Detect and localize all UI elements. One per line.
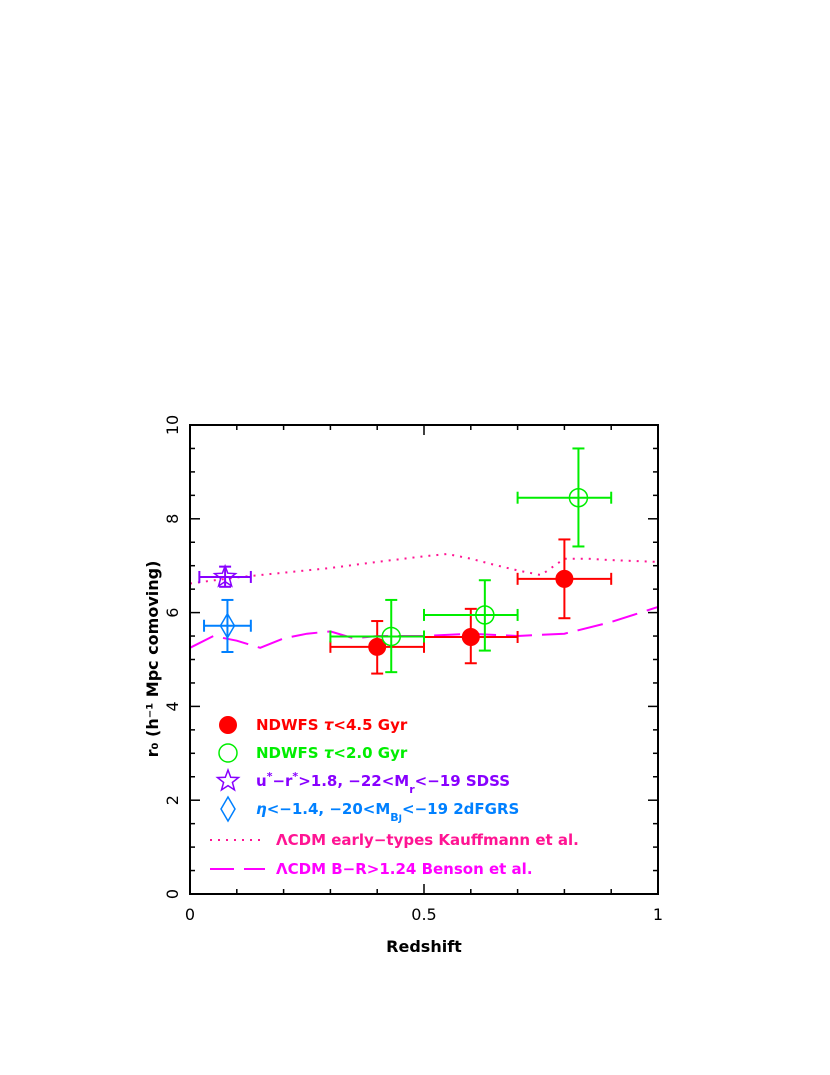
data-point [461, 627, 480, 646]
y-tick-label: 0 [163, 889, 182, 899]
error-bar [203, 598, 252, 653]
legend-item: η<−1.4, −20<MBJ<−19 2dFGRS [220, 795, 519, 824]
y-tick-label: 8 [163, 514, 182, 524]
x-axis-label: Redshift [386, 937, 462, 956]
legend-marker [219, 716, 237, 734]
legend-label: NDWFS τ<2.0 Gyr [256, 744, 408, 762]
y-tick-label: 10 [163, 415, 182, 435]
y-tick-label: 4 [163, 701, 182, 711]
data-point [475, 605, 495, 625]
data-point [368, 637, 387, 656]
model-curve-5 [190, 606, 658, 649]
legend-label: ΛCDM B−R>1.24 Benson et al. [276, 860, 533, 878]
x-tick-label: 0.5 [411, 905, 436, 924]
y-axis-label: r₀ (h⁻¹ Mpc comoving) [143, 561, 162, 758]
data-point [212, 563, 238, 588]
legend-item: ΛCDM early−types Kauffmann et al. [210, 831, 579, 849]
data-point [555, 569, 574, 588]
legend-label: NDWFS τ<4.5 Gyr [256, 716, 408, 734]
legend-item: NDWFS τ<2.0 Gyr [218, 743, 408, 763]
data-point [219, 612, 236, 640]
legend-label: η<−1.4, −20<MBJ<−19 2dFGRS [256, 800, 519, 824]
legend-marker [215, 767, 241, 792]
error-bar [329, 598, 425, 674]
x-tick-label: 0 [185, 905, 195, 924]
legend-marker [220, 795, 236, 823]
legend-item: NDWFS τ<4.5 Gyr [219, 716, 408, 734]
error-bar [516, 447, 613, 548]
legend-label: u*−r*>1.8, −22<Mr<−19 SDSS [256, 770, 510, 796]
legend-marker [218, 743, 238, 763]
data-point [381, 626, 401, 647]
error-bar [423, 579, 519, 652]
legend-item: u*−r*>1.8, −22<Mr<−19 SDSS [215, 767, 510, 796]
x-tick-label: 1 [653, 905, 663, 924]
error-bar [198, 565, 252, 588]
legend-label: ΛCDM early−types Kauffmann et al. [276, 831, 579, 849]
y-tick-label: 2 [163, 795, 182, 805]
legend-item: ΛCDM B−R>1.24 Benson et al. [210, 860, 533, 878]
y-tick-label: 6 [163, 608, 182, 618]
data-point [568, 487, 589, 508]
